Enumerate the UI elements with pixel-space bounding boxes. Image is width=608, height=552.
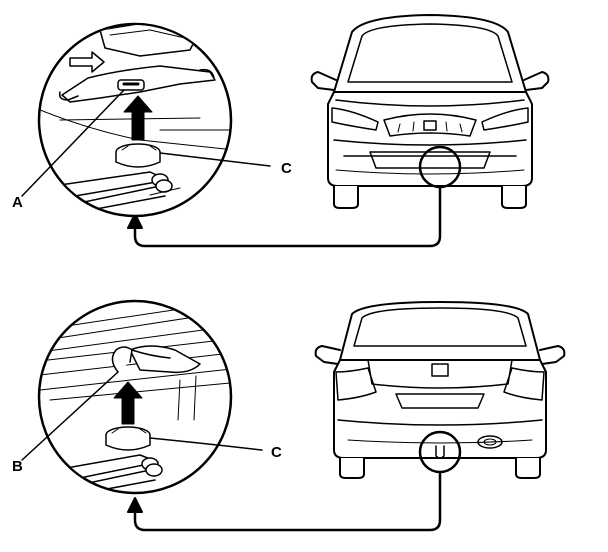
rear-car <box>314 301 566 479</box>
callout-a: A <box>12 194 23 211</box>
front-connector-arrowhead <box>127 213 143 229</box>
leader-c-top <box>159 152 271 167</box>
leader-a <box>21 89 125 197</box>
rear-detail-view <box>37 299 233 495</box>
leader-c-bottom <box>149 437 263 451</box>
callout-b: B <box>12 458 23 475</box>
callout-c-top: C <box>281 160 292 177</box>
callout-c-bottom: C <box>271 444 282 461</box>
front-zoom-marker <box>418 145 462 189</box>
rear-connector-arrowhead <box>127 497 143 513</box>
rear-connector-line <box>133 471 442 532</box>
front-detail-view <box>37 22 233 218</box>
leader-b <box>21 371 119 461</box>
front-connector-line <box>133 186 442 248</box>
rear-zoom-marker <box>418 430 462 474</box>
front-car <box>310 14 550 209</box>
rear-panel <box>21 299 566 532</box>
front-panel <box>21 14 550 248</box>
